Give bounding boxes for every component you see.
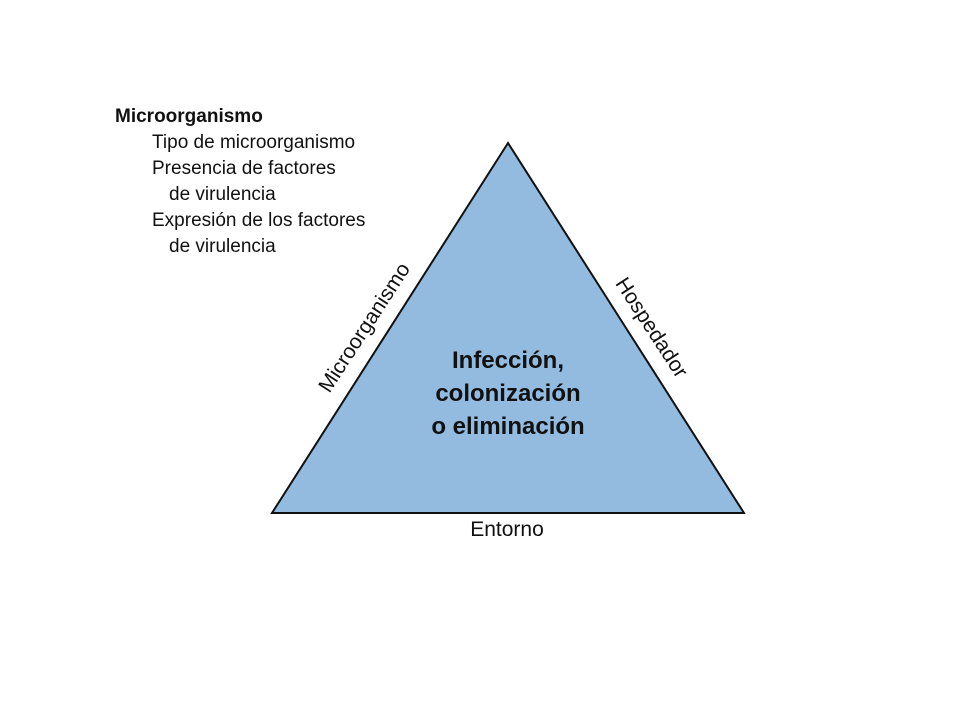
legend-item-continuation: de virulencia (169, 184, 276, 205)
legend-item-text: Tipo de microorganismo (152, 132, 356, 153)
legend-item-text: Presencia de factores (152, 158, 336, 179)
edge-label-environment: Entorno (470, 518, 544, 541)
center-label-line: Infección, (451, 347, 565, 374)
legend-item-continuation: de virulencia (169, 236, 276, 257)
legend-item-expression: Expresión de los factores de virulencia (115, 208, 435, 260)
factors-legend: Microorganismo Tipo de microorganismo Pr… (115, 104, 435, 260)
center-label-line: o eliminación (431, 413, 585, 440)
triangle-center-label: Infección, colonización o eliminación (388, 344, 628, 443)
triangle-shape (270, 141, 746, 514)
legend-item-presence: Presencia de factores de virulencia (115, 156, 435, 208)
legend-item-type: Tipo de microorganismo (115, 130, 435, 156)
legend-title: Microorganismo (115, 106, 263, 127)
legend-item-text: Expresión de los factores (152, 210, 366, 231)
center-label-line: colonización (435, 380, 581, 407)
